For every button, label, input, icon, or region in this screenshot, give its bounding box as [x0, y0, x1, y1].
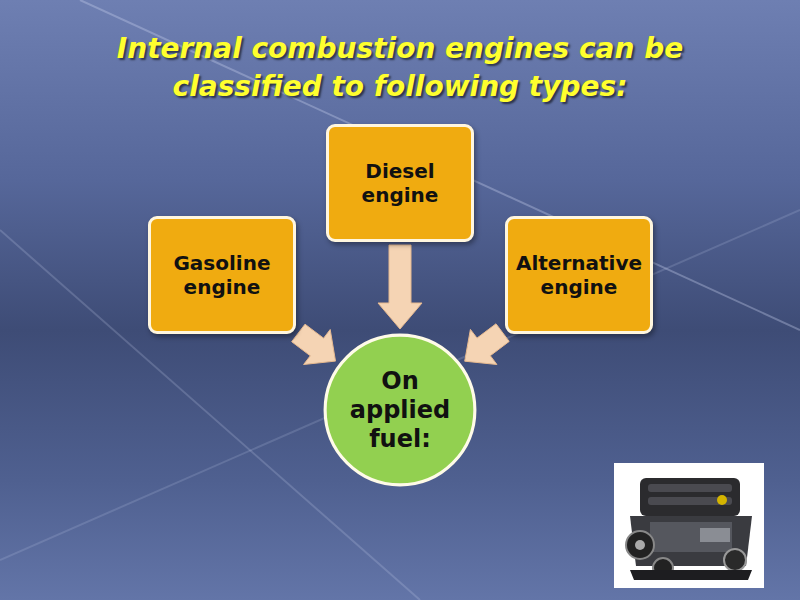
type-box: Alternative engine — [505, 216, 653, 334]
node-label: Diesel engine — [337, 159, 463, 207]
type-box: Diesel engine — [326, 124, 474, 242]
block-arrow — [292, 324, 336, 364]
node-label: Alternative engine — [516, 251, 642, 299]
node-label-group: On applied fuel: — [342, 367, 457, 454]
slide-title: Internal combustion engines can be class… — [40, 30, 760, 106]
block-arrow — [378, 245, 422, 329]
decor-line — [0, 210, 800, 560]
node-label-group: Alternative engine — [516, 251, 642, 299]
node-label: On applied fuel: — [342, 367, 457, 454]
type-box: Gasoline engine — [148, 216, 296, 334]
node-label-group: Gasoline engine — [159, 251, 285, 299]
category-circle: On applied fuel: — [322, 332, 478, 488]
engine-photo — [614, 463, 764, 588]
block-arrow — [465, 324, 510, 365]
node-label-group: Diesel engine — [337, 159, 463, 207]
node-label: Gasoline engine — [159, 251, 285, 299]
